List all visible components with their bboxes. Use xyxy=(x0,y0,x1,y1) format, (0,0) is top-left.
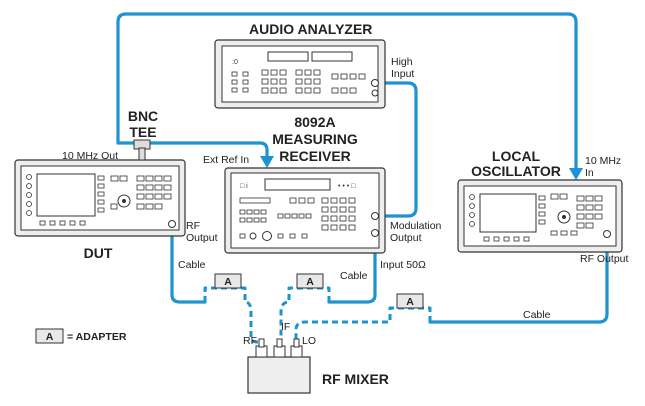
ten-mhz-out-label: 10 MHz Out xyxy=(62,150,118,162)
receiver-title-3: RECEIVER xyxy=(279,148,351,164)
legend: A = ADAPTER xyxy=(35,328,127,344)
rx-input-cable-adapter xyxy=(279,286,331,340)
adapters: A A A xyxy=(214,273,424,309)
dut-rf-output-label-2: Output xyxy=(186,232,218,244)
ref-cable-loop xyxy=(116,12,578,172)
input-50-label: Input 50Ω xyxy=(380,259,426,271)
arrow-ext-ref-in xyxy=(260,156,274,168)
svg-text:□ i: □ i xyxy=(240,183,248,190)
bnc-tee-title-1: BNC xyxy=(128,108,158,124)
svg-text:A: A xyxy=(406,296,414,308)
lo-title-1: LOCAL xyxy=(492,148,541,164)
dut-rf-cable xyxy=(170,224,207,304)
adapter-dut: A xyxy=(214,273,242,289)
audio-cable xyxy=(373,81,418,218)
cables xyxy=(116,12,609,346)
ten-mhz-in-label-1: 10 MHz xyxy=(585,155,621,167)
receiver-title-2: MEASURING xyxy=(272,131,358,147)
adapter-lo: A xyxy=(396,293,424,309)
svg-text:A: A xyxy=(224,276,232,288)
rf-mixer-title: RF MIXER xyxy=(322,371,389,387)
svg-text:• • • □: • • • □ xyxy=(338,183,356,190)
rx-input-cable xyxy=(327,231,377,304)
adapter-rx: A xyxy=(296,273,324,289)
arrow-lo-10mhz-in xyxy=(569,168,583,180)
lo-title-2: OSCILLATOR xyxy=(471,163,561,179)
measuring-receiver: □ i • • • □ xyxy=(224,167,386,254)
high-input-label-2: Input xyxy=(391,68,414,80)
audio-analyzer: :0 xyxy=(214,39,386,109)
lo-rf-cable xyxy=(428,238,609,324)
dut-rf-output-label-1: RF xyxy=(186,220,200,232)
ext-ref-cable xyxy=(116,141,269,160)
receiver-title-1: 8092A xyxy=(294,114,335,130)
svg-text:A: A xyxy=(46,331,54,343)
cable-rx-label: Cable xyxy=(340,270,368,282)
cable-dut-label: Cable xyxy=(178,259,206,271)
lo-rf-cable-adapter xyxy=(294,306,432,342)
mixer-lo-port-label: LO xyxy=(302,335,316,347)
cable-lo-label: Cable xyxy=(523,309,551,321)
modulation-output-label-1: Modulation xyxy=(390,220,442,232)
svg-text::0: :0 xyxy=(232,59,238,66)
bnc-tee-title-2: TEE xyxy=(129,124,156,140)
ten-mhz-in-label-2: In xyxy=(585,167,594,179)
mixer-rf-port-label: RF xyxy=(243,335,257,347)
audio-analyzer-title: AUDIO ANALYZER xyxy=(249,21,372,37)
high-input-label-1: High xyxy=(391,56,413,68)
svg-text:A: A xyxy=(306,276,314,288)
modulation-output-label-2: Output xyxy=(390,232,422,244)
ext-ref-in-label: Ext Ref In xyxy=(203,154,249,166)
dut-instrument xyxy=(14,139,186,237)
lo-rf-output-label: RF Output xyxy=(580,253,629,265)
legend-text: = ADAPTER xyxy=(67,331,127,343)
dut-title: DUT xyxy=(84,245,113,261)
local-oscillator xyxy=(457,179,623,253)
mixer-if-port-label: IF xyxy=(281,321,290,333)
rf-mixer xyxy=(247,338,311,394)
dut-rf-cable-adapter xyxy=(203,286,263,346)
